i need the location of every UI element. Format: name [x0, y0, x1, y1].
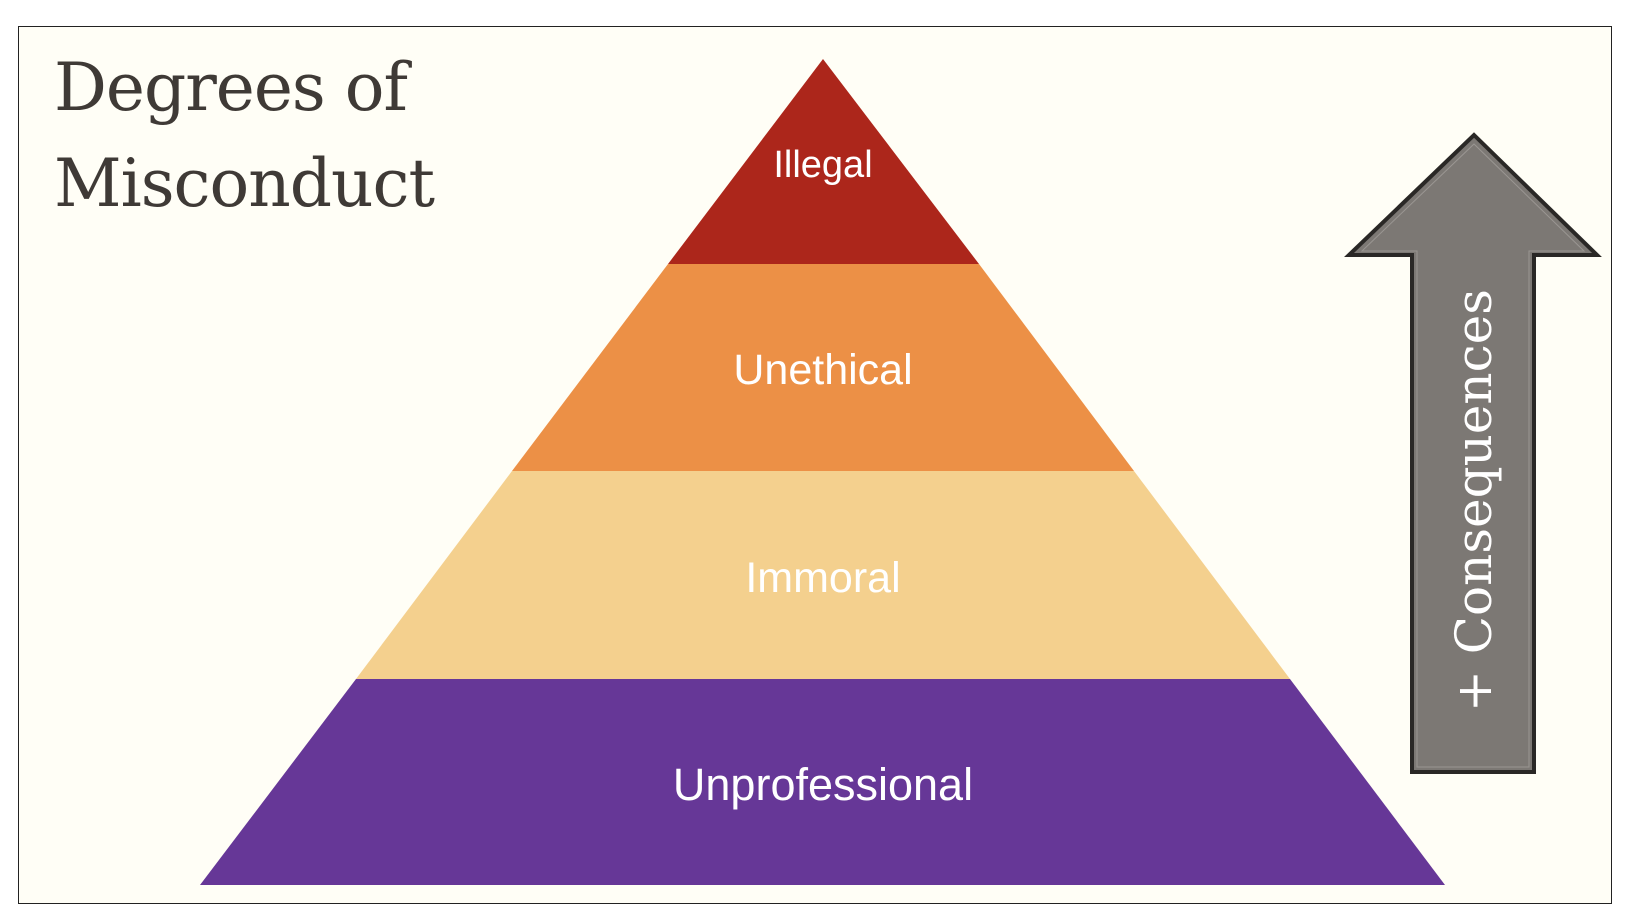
pyramid-level-unprofessional — [200, 679, 1445, 885]
level-label-illegal: Illegal — [773, 144, 872, 186]
pyramid-level-unethical — [512, 264, 1134, 471]
arrow-up-icon — [1344, 132, 1602, 774]
level-label-unprofessional: Unprofessional — [673, 759, 973, 810]
slide-title: Degrees of Misconduct — [54, 40, 435, 232]
pyramid: Illegal Unethical Immoral Unprofessional — [200, 59, 1445, 885]
consequences-arrow: + Consequences — [1344, 132, 1602, 774]
title-line-1: Degrees of — [54, 49, 408, 126]
level-label-immoral: Immoral — [745, 554, 900, 602]
pyramid-level-immoral — [356, 471, 1290, 679]
consequences-label: + Consequences — [1445, 289, 1503, 712]
title-line-2: Misconduct — [54, 145, 435, 222]
level-label-unethical: Unethical — [733, 346, 912, 394]
pyramid-level-illegal — [668, 59, 979, 264]
